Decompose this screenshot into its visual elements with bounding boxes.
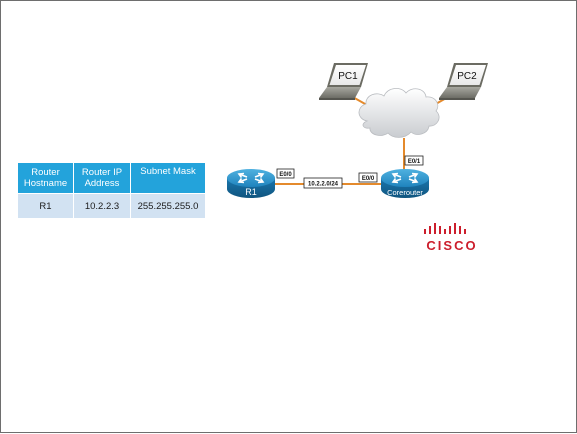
header-line: Hostname — [23, 178, 68, 189]
router-icon — [381, 169, 429, 198]
router-info-table: Router Hostname Router IP Address Subnet… — [17, 162, 206, 219]
pc2-label: PC2 — [457, 71, 477, 82]
network-address-label: 10.2.2.0/24 — [303, 177, 343, 189]
cloud-icon — [358, 88, 440, 138]
table-header-row: Router Hostname Router IP Address Subnet… — [17, 162, 206, 194]
laptop-pc1: PC1 — [319, 63, 368, 100]
pc1-label: PC1 — [338, 71, 358, 82]
corerouter-label: Corerouter — [387, 188, 423, 197]
table-row: R1 10.2.2.3 255.255.255.0 — [17, 193, 206, 219]
interface-label-core-e01: E0/1 — [404, 155, 424, 166]
cell-hostname: R1 — [17, 193, 74, 219]
interface-label-core-e00: E0/0 — [358, 172, 378, 183]
router-corerouter: Corerouter — [381, 169, 429, 198]
cell-ip-address: 10.2.2.3 — [73, 193, 131, 219]
interface-label-r1-e00: E0/0 — [276, 168, 295, 179]
r1-label: R1 — [245, 187, 257, 197]
cisco-logo-text: CISCO — [426, 238, 477, 253]
cisco-bars-icon — [424, 223, 466, 234]
header-line: Router IP — [81, 167, 123, 178]
laptop-icon — [319, 63, 368, 100]
header-line: Address — [84, 178, 120, 189]
column-header-ip-address: Router IP Address — [73, 162, 131, 194]
header-line: Subnet Mask — [140, 166, 196, 177]
header-line: Router — [31, 167, 60, 178]
cell-subnet-mask: 255.255.255.0 — [130, 193, 206, 219]
column-header-hostname: Router Hostname — [17, 162, 74, 194]
router-icon — [227, 169, 275, 198]
laptop-pc2: PC2 — [439, 63, 488, 100]
router-r1: R1 — [227, 169, 275, 198]
cisco-logo: CISCO — [424, 223, 477, 253]
column-header-subnet-mask: Subnet Mask — [130, 162, 206, 194]
interface-text: E0/0 — [279, 172, 292, 178]
interface-text: E0/1 — [408, 159, 421, 165]
interface-text: E0/0 — [362, 176, 375, 182]
laptop-icon — [439, 63, 488, 100]
network-address-text: 10.2.2.0/24 — [308, 182, 339, 188]
